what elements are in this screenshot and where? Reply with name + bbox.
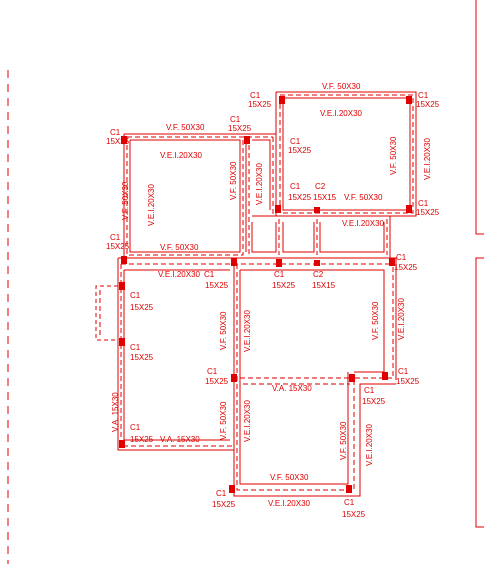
column-size-label: 15X25 — [130, 303, 154, 312]
column — [119, 282, 125, 290]
column-size-label: 15X15 — [312, 281, 336, 290]
column-label: C1 — [250, 91, 261, 100]
column — [229, 485, 235, 493]
beam-label: V.F. 50X30 — [160, 243, 199, 252]
column — [389, 258, 395, 266]
beam-label: V.E.I.20X30 — [365, 423, 374, 466]
beam-label: V.E.I.20X30 — [423, 137, 432, 180]
column — [119, 440, 125, 448]
beam-label: V.E.I.20X30 — [243, 309, 252, 352]
column — [231, 258, 237, 266]
column — [275, 205, 281, 213]
column — [346, 485, 352, 493]
column-label: C1 — [290, 182, 301, 191]
column-markers — [119, 96, 412, 493]
beam-label: V.F. 50X30 — [339, 421, 348, 460]
column — [276, 259, 282, 267]
column-label: C1 — [396, 253, 407, 262]
column-label: C1 — [364, 386, 375, 395]
column-size-label: 15X25 — [106, 137, 130, 146]
beam-label: V.E.I.20X30 — [147, 183, 156, 226]
column-size-label: 15X25 — [362, 397, 386, 406]
column-label: C1 — [204, 270, 215, 279]
beam-label: V.F. 50X30 — [121, 181, 130, 220]
column-label: C1 — [418, 199, 429, 208]
column-label: C1 — [274, 270, 285, 279]
beam-label: V.F. 50X30 — [322, 82, 361, 91]
column — [314, 207, 320, 213]
column-size-label: 15X15 — [313, 193, 337, 202]
column-label: C1 — [216, 489, 227, 498]
beam-label: V.F. 50X30 — [389, 136, 398, 175]
column-size-label: 15X25 — [228, 124, 252, 133]
column-size-label: 15X25 — [394, 263, 418, 272]
column-size-label: 15X25 — [272, 281, 296, 290]
column-label: C2 — [313, 270, 324, 279]
beam-label: V.F. 50X30 — [371, 301, 380, 340]
right-border-upper — [475, 0, 484, 235]
column — [244, 136, 250, 144]
column-label: C1 — [130, 423, 141, 432]
column — [119, 338, 125, 346]
column — [314, 260, 320, 266]
column-label: C1 — [344, 498, 355, 507]
beam-label: V.E.I.20X30 — [320, 109, 363, 118]
column-label: C1 — [130, 291, 141, 300]
beam-label: V.A. 15X30 — [160, 435, 200, 444]
column — [121, 136, 127, 144]
column — [231, 374, 237, 382]
column-label: C1 — [290, 137, 301, 146]
column-size-label: 15X25 — [205, 281, 229, 290]
beam-label: V.E.I.20X30 — [160, 151, 203, 160]
beam-label: V.F. 50X30 — [219, 311, 228, 350]
column-size-label: 15X25 — [248, 100, 272, 109]
column-size-label: 15X25 — [212, 500, 236, 509]
column-label: C2 — [315, 182, 326, 191]
beam-label: V.E.I.20X30 — [397, 297, 406, 340]
column-size-label: 15X25 — [288, 146, 312, 155]
beam-label: V.F. 50X30 — [344, 193, 383, 202]
column-label: C1 — [207, 367, 218, 376]
beam-label: V.F. 50X30 — [270, 473, 309, 482]
column-label: C1 — [110, 233, 121, 242]
beam-label: V.F. 50X30 — [229, 161, 238, 200]
column — [121, 256, 127, 264]
column-label: C1 — [398, 367, 409, 376]
column-size-label: 15X25 — [416, 208, 440, 217]
column-size-label: 15X25 — [396, 377, 420, 386]
beam-solid-lines — [95, 91, 417, 497]
beam-label: V.A. 15X30 — [272, 384, 312, 393]
column-label: C1 — [110, 128, 121, 137]
column-label: C1 — [418, 91, 429, 100]
column — [349, 374, 355, 382]
beam-label: V.F. 50X30 — [219, 401, 228, 440]
annotation-labels: V.F. 50X30 C1 15X25 C1 15X25 V.E.I.20X30… — [106, 82, 440, 519]
column — [406, 205, 412, 213]
beam-label: V.E.I.20X30 — [268, 499, 311, 508]
column-size-label: 15X25 — [342, 510, 366, 519]
column-size-label: 15X25 — [288, 193, 312, 202]
column-size-label: 15X25 — [205, 377, 229, 386]
column-size-label: 15X25 — [106, 242, 130, 251]
column-size-label: 15X25 — [130, 353, 154, 362]
column-size-label: 15X25 — [130, 435, 154, 444]
beam-label: V.A. 15X30 — [111, 392, 120, 432]
column — [382, 372, 388, 380]
column-label: C1 — [130, 343, 141, 352]
column-label: C1 — [230, 115, 241, 124]
column — [279, 96, 285, 104]
right-border-lower — [475, 257, 484, 528]
beam-label: V.E.I.20X30 — [158, 270, 201, 279]
column — [406, 96, 412, 104]
column-size-label: 15X25 — [416, 100, 440, 109]
beam-label: V.E.I.20X30 — [255, 162, 264, 205]
beam-label: V.F. 50X30 — [166, 123, 205, 132]
beam-label: V.E.I.20X30 — [243, 399, 252, 442]
beam-label: V.E.I.20X30 — [342, 219, 385, 228]
